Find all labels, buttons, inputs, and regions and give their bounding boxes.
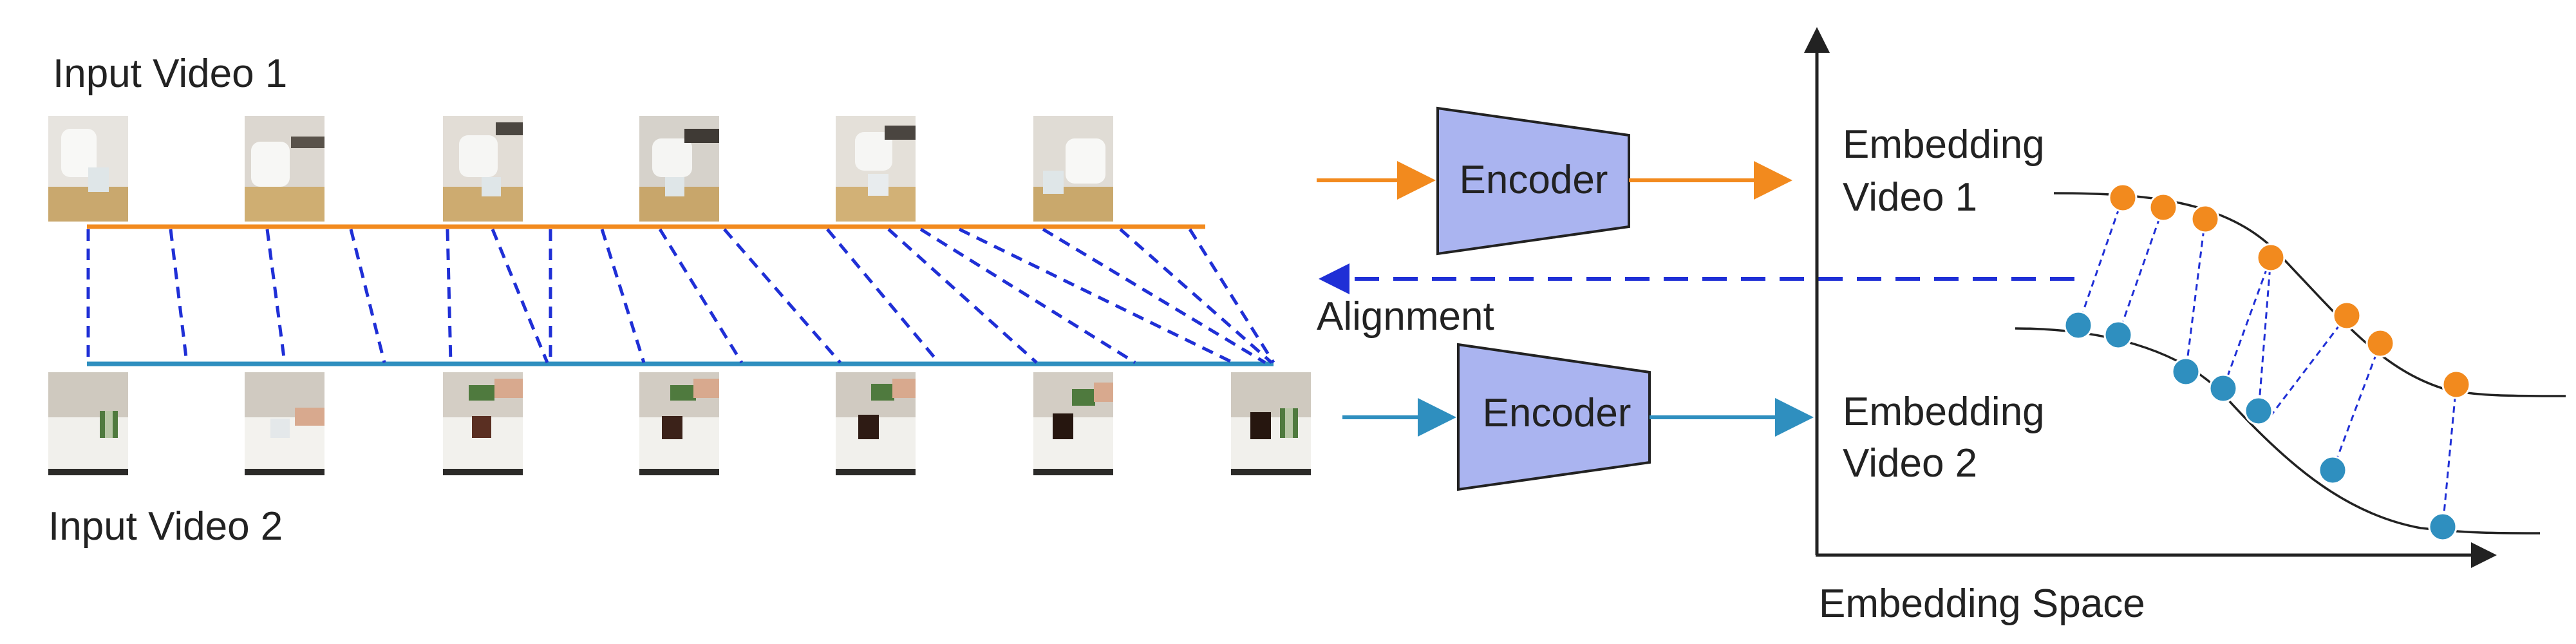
- encoder-top: [1436, 106, 1630, 256]
- encoder-bottom-label: Encoder: [1483, 391, 1631, 435]
- video1-frame: [48, 116, 128, 222]
- video2-frame: [1033, 372, 1113, 475]
- embedding-point-video2: [2103, 320, 2133, 350]
- embedding-points-video1: [2108, 183, 2471, 399]
- video1-frames: [48, 116, 1113, 222]
- embedding-space-label: Embedding Space: [1819, 582, 2145, 626]
- correspondence-link: [2077, 197, 2124, 326]
- embedding-curve-video2: [2015, 327, 2541, 535]
- encoder-bottom: [1457, 343, 1651, 491]
- correspondence-link: [2257, 257, 2272, 412]
- embedding-point-video2: [2208, 374, 2238, 403]
- video1-frame: [245, 116, 324, 222]
- embedding-video-1-line1: Embedding: [1843, 122, 2045, 167]
- embedding-point-video1: [2332, 301, 2362, 330]
- alignment-link: [826, 228, 940, 364]
- alignment-link: [600, 229, 646, 363]
- video2-frame: [1231, 372, 1311, 475]
- encoder-top-label: Encoder: [1460, 158, 1608, 202]
- embedding-point-video1: [2148, 193, 2178, 222]
- video1-frame: [836, 116, 916, 222]
- video1-frame: [443, 116, 523, 222]
- alignment-link: [919, 227, 1136, 365]
- alignment-link: [958, 227, 1234, 365]
- alignment-link: [446, 229, 453, 363]
- alignment-link: [169, 229, 189, 363]
- embedding-point-video2: [2171, 357, 2201, 386]
- embedding-video-1-line2: Video 1: [1843, 175, 1977, 220]
- video1-frame: [1033, 116, 1113, 222]
- correspondence-link: [2331, 343, 2382, 471]
- alignment-link: [658, 228, 744, 364]
- embedding-curve-video1: [2053, 192, 2566, 397]
- input-video-2-label: Input Video 2: [48, 504, 283, 549]
- video2-frame: [639, 372, 719, 475]
- embedding-point-video2: [2244, 396, 2273, 426]
- correspondence-link: [2441, 384, 2458, 527]
- embedding-video-2-label: Embedding Video 2: [1843, 390, 2056, 486]
- embedding-video-1-label: Embedding Video 1: [1843, 122, 2056, 220]
- embedding-point-video1: [2108, 183, 2138, 213]
- video2-frame: [836, 372, 916, 475]
- embedding-point-video2: [2064, 310, 2093, 340]
- alignment-link: [1188, 228, 1275, 364]
- input-video-1-label: Input Video 1: [53, 52, 287, 96]
- alignment-links: [86, 227, 1275, 365]
- embedding-point-video2: [2318, 455, 2347, 485]
- alignment-link: [723, 228, 841, 364]
- embedding-point-video1: [2441, 370, 2471, 399]
- video1-frame: [639, 116, 719, 222]
- video2-frame: [245, 372, 324, 475]
- correspondence-link: [2268, 315, 2348, 418]
- alignment-label: Alignment: [1317, 294, 1494, 339]
- embedding-point-video1: [2365, 328, 2395, 358]
- video2-frame: [48, 372, 128, 475]
- correspondence-link: [2222, 257, 2272, 389]
- alignment-link: [349, 229, 386, 363]
- embedding-points-video2: [2064, 310, 2458, 542]
- video2-frame: [443, 372, 523, 475]
- embedding-point-video2: [2428, 512, 2458, 542]
- embedding-point-video1: [2190, 204, 2220, 234]
- correspondence-link: [2117, 207, 2165, 336]
- alignment-link: [265, 229, 287, 363]
- embedding-correspondences: [2077, 197, 2458, 527]
- embedding-video-2-line2: Video 2: [1843, 441, 1977, 486]
- alignment-link: [491, 229, 549, 363]
- video2-frames: [48, 372, 1311, 475]
- alignment-link: [887, 228, 1038, 364]
- embedding-video-2-line1: Embedding: [1843, 390, 2045, 434]
- alignment-link: [1119, 228, 1273, 364]
- correspondence-link: [2185, 218, 2206, 372]
- embedding-point-video1: [2256, 243, 2286, 272]
- alignment-link: [1042, 227, 1266, 365]
